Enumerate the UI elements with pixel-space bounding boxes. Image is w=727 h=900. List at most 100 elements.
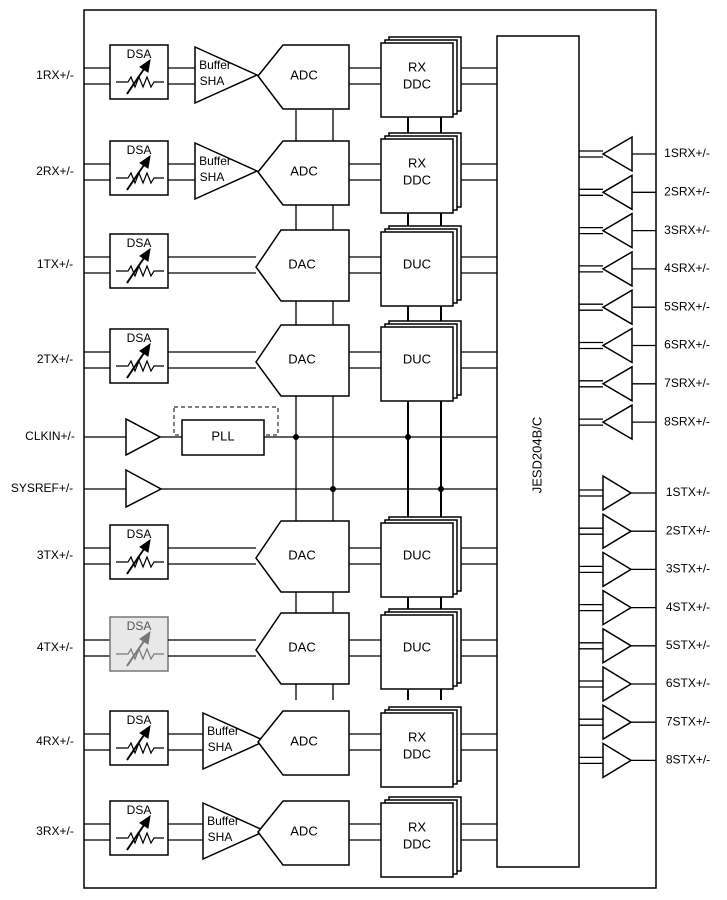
- stx-pin-label: 7STX+/-: [666, 714, 710, 728]
- rx-ddc-block: RX DDC: [380, 706, 462, 788]
- srx-pin-label: 2SRX+/-: [664, 184, 710, 198]
- pin-label: 3TX+/-: [37, 548, 73, 562]
- variable-arrow-icon: [126, 349, 147, 379]
- adc-label: ADC: [290, 823, 317, 838]
- dsa-label: DSA: [127, 143, 152, 157]
- stx-pin-label: 6STX+/-: [666, 676, 710, 690]
- pin-label-sysref: SYSREF+/-: [11, 481, 73, 495]
- dsa-box: [109, 800, 169, 856]
- srx-pin-label: 8SRX+/-: [664, 414, 710, 428]
- duc-block-label: DUC: [403, 351, 431, 366]
- dac-label: DAC: [288, 547, 315, 562]
- rx-ddc-block-label-1: RX: [408, 155, 426, 170]
- dac-block: DAC: [255, 612, 350, 685]
- stx-buffer: [602, 703, 633, 741]
- resistor-icon: [116, 264, 164, 278]
- dsa-block: DSA: [109, 710, 169, 766]
- rx-ddc-block-front: [380, 42, 454, 118]
- variable-arrow-icon: [126, 161, 147, 191]
- dsa-label: DSA: [127, 236, 152, 250]
- duc-block: DUC: [380, 320, 462, 402]
- adc-block: ADC: [257, 710, 350, 776]
- dsa-box: [109, 524, 169, 580]
- adc-label: ADC: [290, 163, 317, 178]
- duc-block-front: [380, 614, 454, 690]
- stx-pin-label: 8STX+/-: [666, 753, 710, 767]
- arrowhead-icon: [139, 814, 151, 829]
- duc-block-label: DUC: [403, 256, 431, 271]
- buffer-label: Buffer: [199, 58, 231, 72]
- rx-ddc-block-label-2: DDC: [403, 746, 431, 761]
- resistor-icon: [116, 647, 164, 661]
- dac-block: DAC: [255, 520, 350, 593]
- dsa-block: DSA: [109, 140, 169, 196]
- dsa-block: DSA: [109, 800, 169, 856]
- pll-box: [181, 419, 265, 456]
- rx-ddc-block-front: [380, 802, 454, 878]
- dsa-label: DSA: [127, 713, 152, 727]
- srx-pin-label: 5SRX+/-: [664, 299, 710, 313]
- rx-ddc-block-label-2: DDC: [403, 172, 431, 187]
- dsa-label: DSA: [127, 331, 152, 345]
- rx-ddc-block-label-2: DDC: [403, 76, 431, 91]
- junction-dot: [438, 486, 444, 492]
- stx-buffer: [602, 512, 633, 550]
- variable-arrow-icon: [126, 637, 147, 667]
- stx-pin-label: 4STX+/-: [666, 600, 710, 614]
- adc-label: ADC: [290, 733, 317, 748]
- buffer-triangle: [202, 711, 267, 771]
- dsa-label: DSA: [127, 47, 152, 61]
- dac-shape: [255, 229, 350, 302]
- stx-buffer: [602, 474, 633, 512]
- pin-label-clkin: CLKIN+/-: [25, 429, 75, 443]
- junction-dot: [330, 486, 336, 492]
- stx-pins: 1STX+/-2STX+/-3STX+/-4STX+/-5STX+/-6STX+…: [579, 474, 710, 779]
- buffer-triangle: [194, 45, 259, 105]
- pin-label: 2RX+/-: [36, 164, 74, 178]
- srx-pin-label: 4SRX+/-: [664, 261, 710, 275]
- dsa-block: DSA: [109, 233, 169, 289]
- adc-label: ADC: [290, 67, 317, 82]
- rx-ddc-block-label-1: RX: [408, 59, 426, 74]
- pin-label: 4RX+/-: [36, 734, 74, 748]
- stx-buffer: [602, 665, 633, 703]
- pll-label: PLL: [211, 428, 234, 443]
- resistor-icon: [116, 171, 164, 185]
- clkin-buffer: [125, 417, 162, 457]
- arrowhead-icon: [139, 724, 151, 739]
- stx-pin-label: 1STX+/-: [666, 485, 710, 499]
- adc-block: ADC: [257, 800, 350, 866]
- buffer-triangle: [194, 141, 259, 201]
- arrowhead-icon: [139, 538, 151, 553]
- arrowhead-icon: [139, 247, 151, 262]
- clock-section: CLKIN+/- PLL SYSREF+/-: [11, 406, 497, 509]
- dsa-block: DSA: [109, 328, 169, 384]
- dsa-box: [109, 140, 169, 196]
- rx-ddc-block-front: [380, 712, 454, 788]
- duc-block-label: DUC: [403, 639, 431, 654]
- arrowhead-icon: [139, 154, 151, 169]
- duc-block-front: [380, 522, 454, 598]
- dac-block: DAC: [255, 324, 350, 397]
- dsa-block: DSA: [109, 616, 169, 672]
- dsa-label: DSA: [127, 527, 152, 541]
- stx-buffer: [602, 589, 633, 626]
- dsa-box: [109, 616, 169, 672]
- arrowhead-icon: [139, 630, 151, 645]
- variable-arrow-icon: [126, 65, 147, 95]
- dsa-box: [109, 44, 169, 100]
- srx-pin-label: 3SRX+/-: [664, 223, 710, 237]
- dsa-box: [109, 328, 169, 384]
- dac-shape: [255, 520, 350, 593]
- adc-shape: [257, 140, 350, 206]
- resistor-icon: [116, 831, 164, 845]
- resistor-icon: [116, 359, 164, 373]
- rx-ddc-block-label-1: RX: [408, 729, 426, 744]
- dsa-block: DSA: [109, 44, 169, 100]
